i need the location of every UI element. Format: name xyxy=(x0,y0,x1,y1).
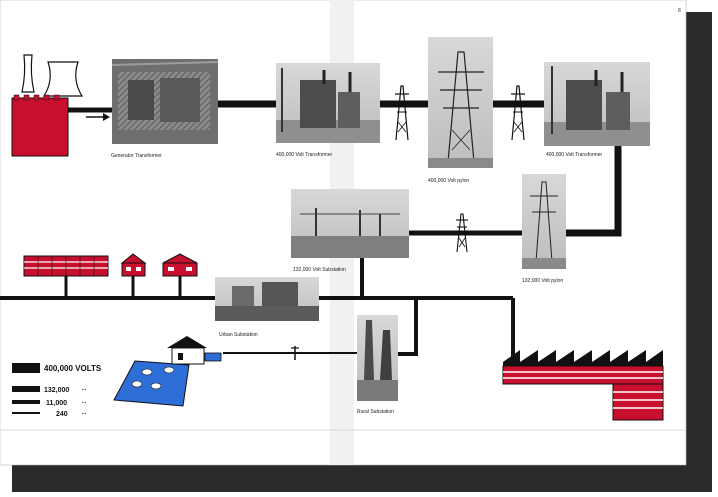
legend-unit-240v: ·· xyxy=(82,411,87,418)
farmhouse-roof xyxy=(167,336,207,348)
legend-unit-11kv: ·· xyxy=(82,400,87,407)
voltage-legend: 400,000 VOLTS 132,000 ·· 11,000 ·· 240 ·… xyxy=(12,363,102,418)
legend-swatch-240v xyxy=(12,412,40,414)
caption-urban-substation: Urban Substation xyxy=(219,332,258,338)
legend-label-240v: 240 xyxy=(56,411,68,418)
factory-roof xyxy=(503,350,663,366)
house-icon xyxy=(162,253,198,277)
pole-icon xyxy=(291,346,299,360)
photo-generator-transformer xyxy=(111,59,219,144)
legend-label-132kv: 132,000 xyxy=(44,387,69,394)
cow-icon xyxy=(141,368,153,376)
cooling-tower xyxy=(42,61,84,97)
caption-400kv-transformer-left: 400,000 Volt Transformer xyxy=(276,152,332,158)
photo-400kv-transformer-left xyxy=(276,63,380,143)
chimney-left xyxy=(21,54,35,93)
caption-132kv-substation: 132,000 Volt Substation xyxy=(293,267,346,273)
legend-swatch-132kv xyxy=(12,386,40,392)
legend-label-11kv: 11,000 xyxy=(46,400,67,407)
page-number: 8 xyxy=(678,8,681,14)
power-station-icon xyxy=(11,54,110,157)
photo-urban-substation xyxy=(215,277,319,321)
farmhouse xyxy=(171,347,205,365)
photo-rural-substation xyxy=(357,315,398,401)
pylon-icon xyxy=(395,85,409,141)
caption-132kv-pylon: 132,000 Volt pylon xyxy=(522,278,563,284)
arrow-head-icon xyxy=(103,113,110,121)
factory-icon xyxy=(502,350,664,421)
caption-400kv-transformer-right: 400,000 Volt Transformer xyxy=(546,152,602,158)
cow-icon xyxy=(150,382,162,390)
pylon-icon xyxy=(511,85,525,141)
caption-400kv-pylon: 400,000 Volt pylon xyxy=(428,178,469,184)
caption-generator-transformer: Generator Transformer xyxy=(111,153,162,159)
legend-label-400kv: 400,000 VOLTS xyxy=(44,364,102,373)
caption-rural-substation: Rural Substation xyxy=(357,409,394,415)
photo-132kv-substation xyxy=(291,189,409,258)
photo-132kv-pylon xyxy=(522,174,566,269)
terraced-houses-icon xyxy=(23,255,109,277)
cow-icon xyxy=(163,366,175,374)
farm-icon xyxy=(113,336,222,407)
power-station-building xyxy=(11,97,69,157)
photo-400kv-transformer-right xyxy=(544,62,650,146)
legend-swatch-400kv xyxy=(12,363,40,373)
photo-400kv-pylon xyxy=(428,37,493,168)
line-11kv-to-rural xyxy=(398,298,418,356)
legend-swatch-11kv xyxy=(12,400,40,404)
house-icon xyxy=(120,253,147,277)
pylon-icon xyxy=(456,213,468,253)
line-400kv-down xyxy=(566,146,622,237)
cow-icon xyxy=(131,380,143,388)
legend-unit-132kv: ·· xyxy=(82,387,87,394)
